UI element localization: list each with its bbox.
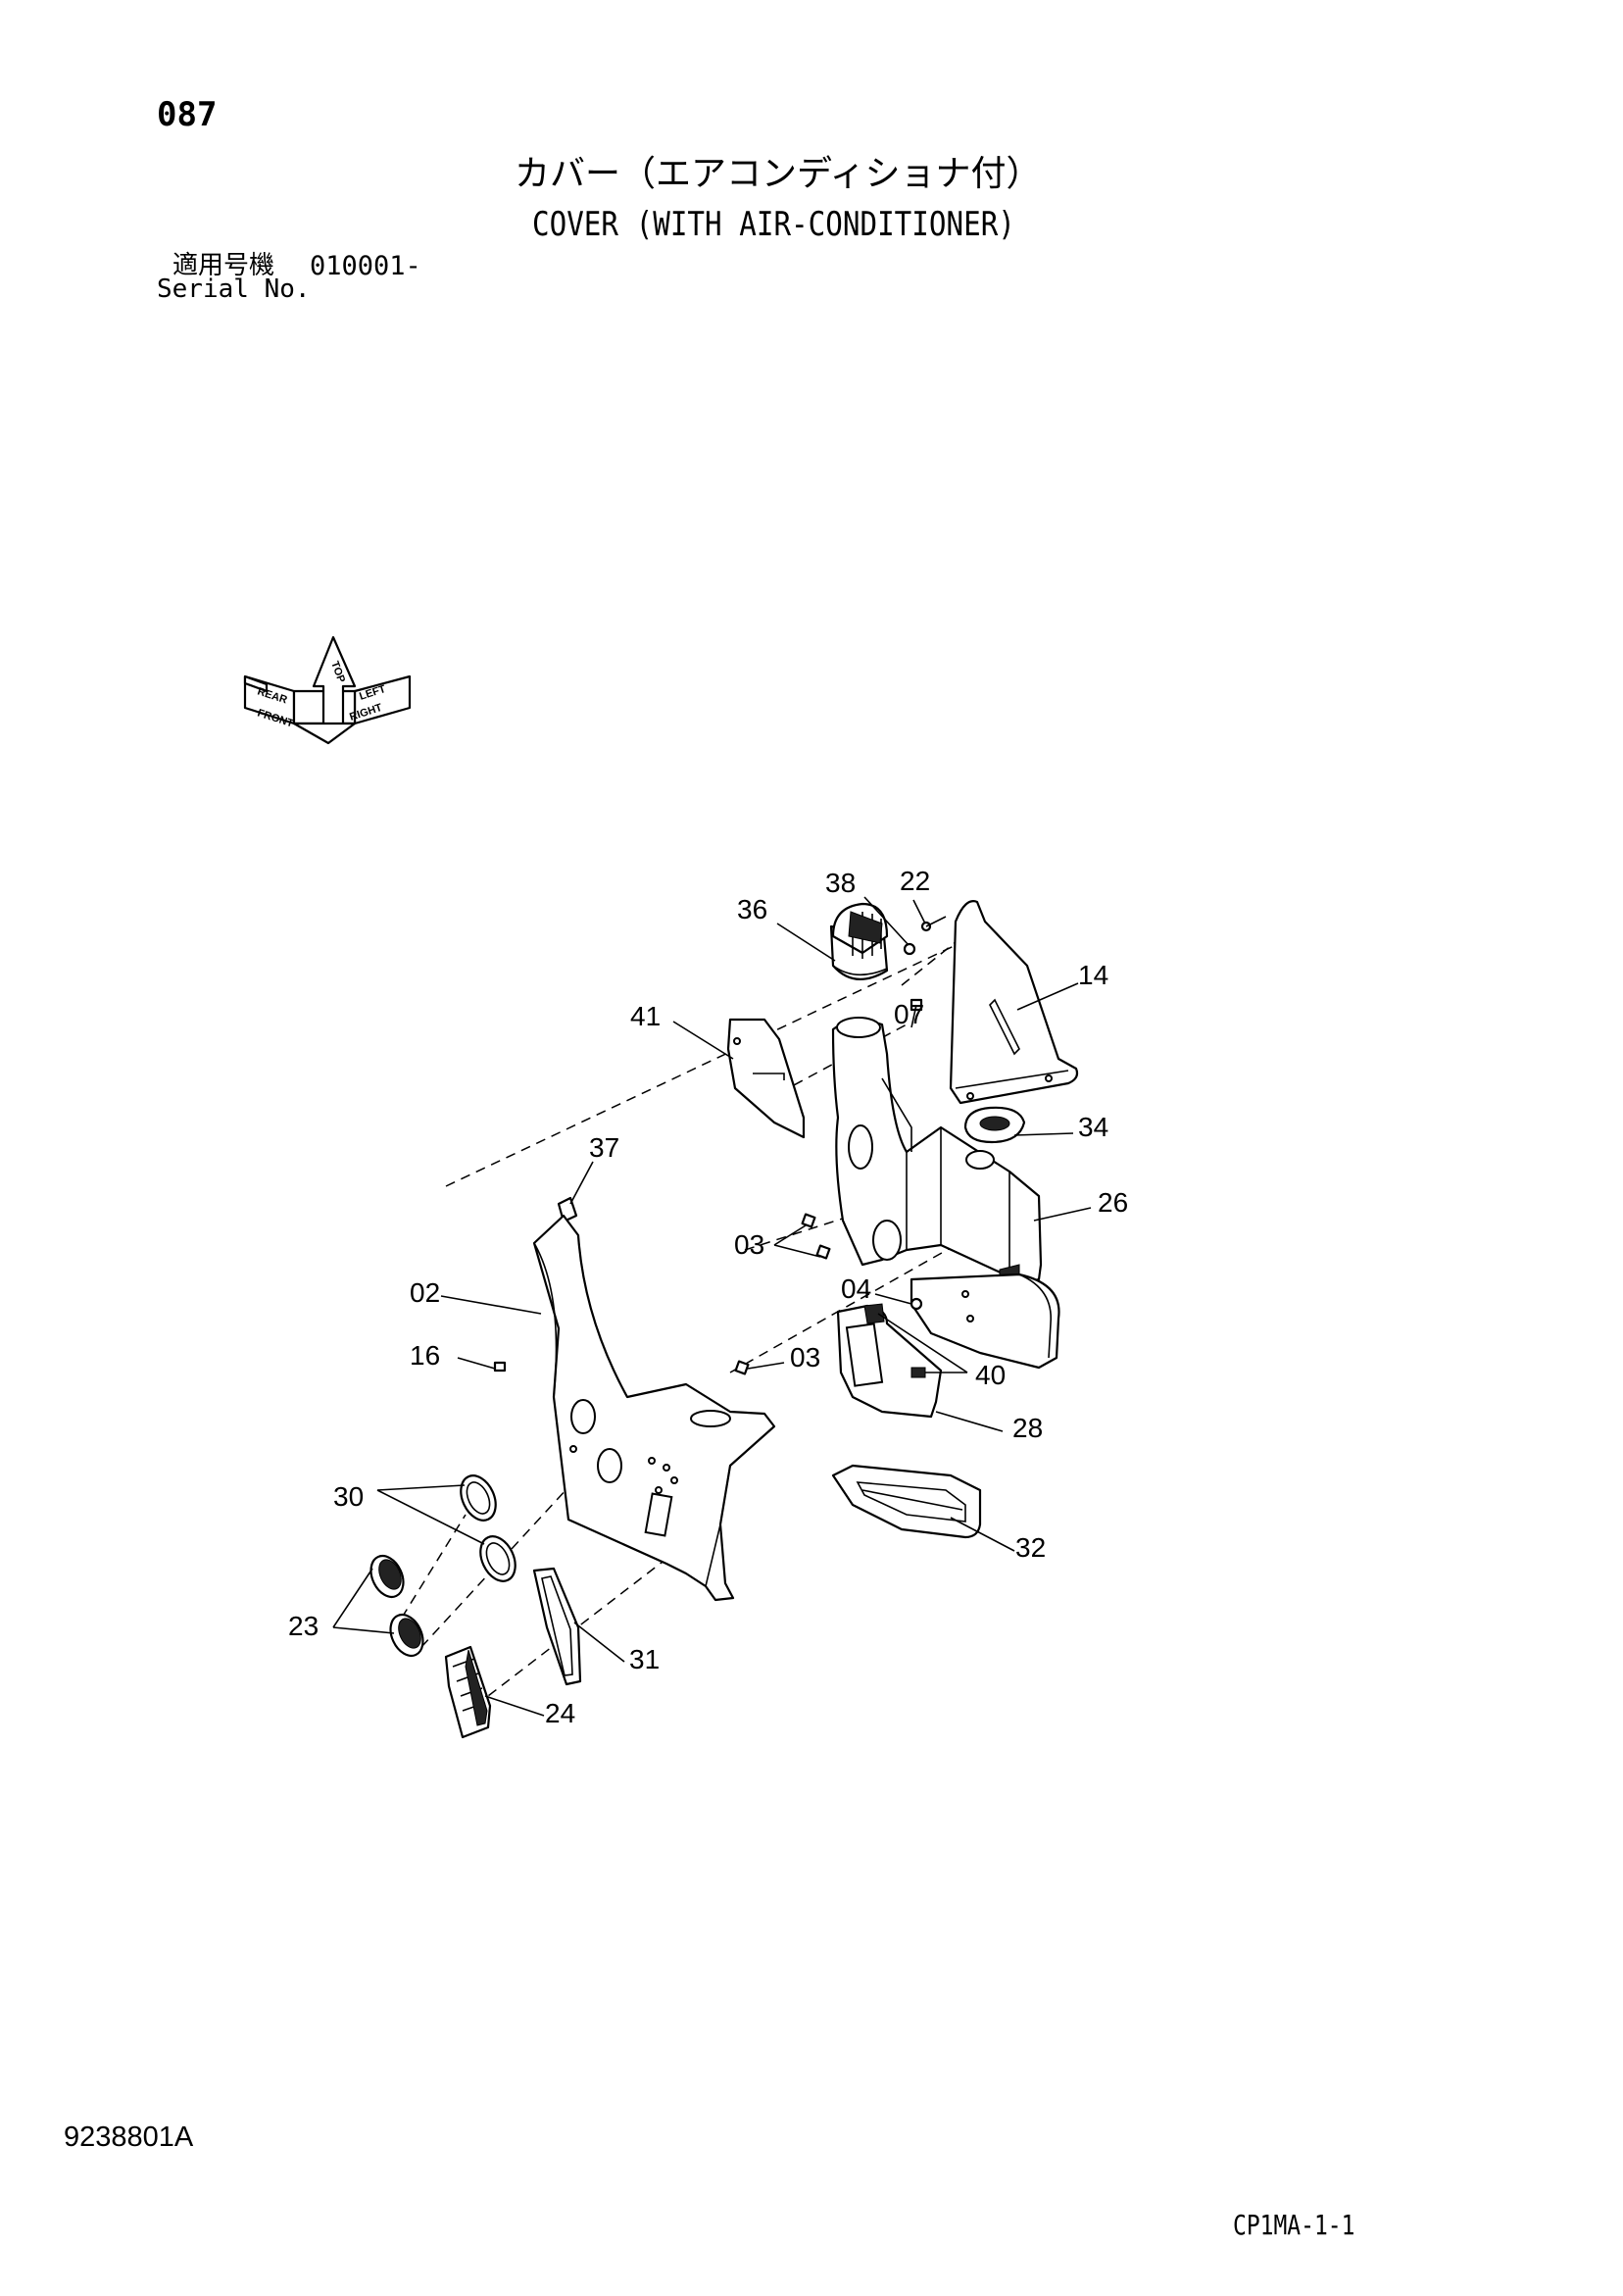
part-40-clip bbox=[910, 1367, 926, 1378]
part-03-bolts bbox=[734, 1213, 831, 1375]
serial-range: 010001- bbox=[310, 251, 421, 281]
part-26-duct bbox=[831, 1017, 1043, 1287]
callout-30: 30 bbox=[333, 1481, 364, 1512]
title-japanese: カバー（エアコンディショナ付） bbox=[515, 154, 1042, 194]
part-26-lower-duct bbox=[910, 1273, 1060, 1370]
callout-41: 41 bbox=[630, 1001, 661, 1031]
callout-03-lower: 03 bbox=[790, 1342, 820, 1373]
sheet-code: CP1MA-1-1 bbox=[1233, 2209, 1355, 2241]
part-14-bracket-cover bbox=[949, 900, 1079, 1105]
callout-03-upper: 03 bbox=[734, 1229, 764, 1260]
assembly-lines bbox=[401, 925, 986, 1707]
part-16-bolt bbox=[493, 1361, 507, 1373]
part-28-lower-duct-cover bbox=[836, 1303, 943, 1419]
part-22-clip bbox=[920, 916, 947, 932]
callout-numbers: 38 22 36 14 41 07 37 34 26 03 02 04 16 0… bbox=[288, 866, 1128, 1728]
part-30-rings bbox=[460, 1474, 516, 1582]
part-34-cap bbox=[963, 1106, 1026, 1144]
callout-04: 04 bbox=[841, 1273, 871, 1304]
part-04-bolt bbox=[910, 1297, 923, 1311]
callout-34: 34 bbox=[1078, 1112, 1108, 1142]
part-31-gasket bbox=[532, 1567, 582, 1686]
part-32-grille bbox=[831, 1464, 982, 1539]
callout-07: 07 bbox=[894, 999, 924, 1029]
part-24-rect-louver bbox=[444, 1645, 492, 1739]
part-36-louver bbox=[829, 902, 889, 980]
orientation-compass-icon: FRONT REAR TOP RIGHT LEFT bbox=[243, 635, 412, 745]
callout-26: 26 bbox=[1098, 1187, 1128, 1218]
title-english: COVER (WITH AIR-CONDITIONER) bbox=[532, 205, 1015, 244]
callout-32: 32 bbox=[1015, 1532, 1046, 1563]
callout-31: 31 bbox=[629, 1644, 660, 1674]
part-38-screw bbox=[903, 942, 916, 956]
callout-14: 14 bbox=[1078, 960, 1108, 990]
callout-36: 36 bbox=[737, 894, 767, 924]
leader-lines bbox=[332, 896, 1092, 1717]
callout-23: 23 bbox=[288, 1611, 319, 1641]
callout-38: 38 bbox=[825, 868, 856, 898]
part-41-plate bbox=[726, 1018, 806, 1139]
callout-22: 22 bbox=[900, 866, 930, 896]
document-code: 9238801A bbox=[64, 2121, 194, 2153]
callout-37: 37 bbox=[589, 1132, 619, 1163]
part-02-main-cover bbox=[532, 1214, 776, 1602]
callout-28: 28 bbox=[1012, 1413, 1043, 1443]
callout-16: 16 bbox=[410, 1340, 440, 1371]
callout-40: 40 bbox=[975, 1360, 1006, 1390]
callout-02: 02 bbox=[410, 1277, 440, 1308]
part-23-round-louvers bbox=[369, 1554, 424, 1658]
serial-label-japanese: 適用号機 bbox=[172, 251, 275, 280]
callout-24: 24 bbox=[545, 1698, 575, 1728]
serial-label-english: Serial No. bbox=[157, 275, 311, 304]
page-number: 087 bbox=[157, 95, 218, 134]
